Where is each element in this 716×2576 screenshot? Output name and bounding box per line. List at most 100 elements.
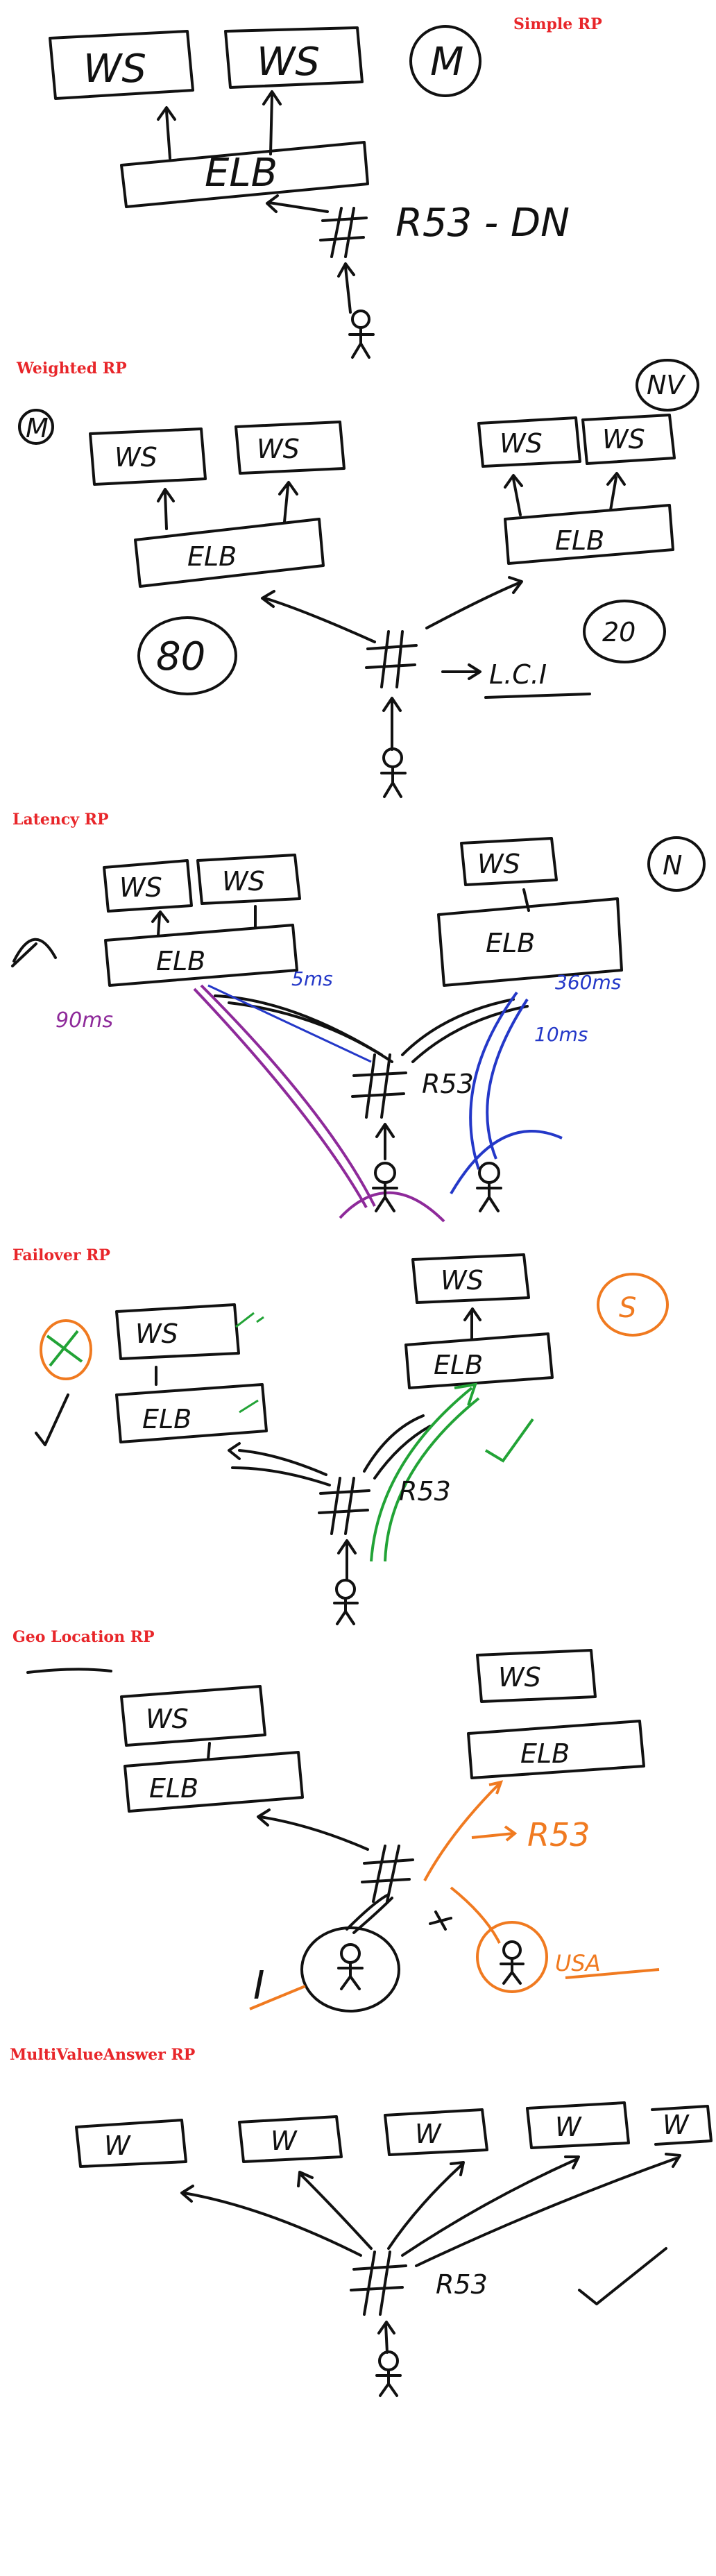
latency-ws-label-3: WS [477,849,520,879]
latency-blue-user-arc [450,1130,563,1195]
weighted-ws-box-1 [89,427,207,486]
multi-ws-box-3 [384,2108,488,2156]
geo-top-underline [26,1668,112,1674]
weighted-weight-circle-right [583,600,666,663]
multi-r53-label: R53 [436,2269,488,2300]
failover-region-circle-primary [40,1319,92,1380]
latency-region-circle-right [647,836,706,892]
latency-blue-route-right [469,991,529,1170]
weighted-region-circle-right [636,359,699,412]
geo-left-label: I [253,1963,265,2008]
geo-elb-label-right: ELB [520,1738,570,1769]
latency-region-circle-left [11,938,57,967]
weighted-region-label-left: M [26,413,49,443]
weighted-lc-underline [484,693,591,699]
weighted-lc-label: L.C.I [489,659,547,690]
simple-user-head [351,310,370,329]
failover-elb-label-secondary: ELB [434,1350,483,1380]
simple-region-label: M [430,40,463,85]
weighted-ws-box-2 [235,421,346,475]
multi-ws-box-2 [238,2115,343,2163]
weighted-user-icon [380,765,407,798]
weighted-ws-label-2: WS [257,434,300,464]
latency-user-right-head [478,1162,500,1184]
multi-arrow-ws-2 [297,2171,373,2250]
latency-elb-box-left [104,924,298,987]
failover-green-check-ws [235,1312,264,1328]
geo-user-right-head [502,1940,522,1960]
multi-arrow-ws-1 [180,2185,362,2257]
weighted-ws-label-3: WS [500,428,543,459]
geo-arrow-r53-elb-left [257,1808,369,1851]
weighted-arrow-r53-elb-right [425,576,523,629]
geo-arrow-elb-ws-left [207,1742,211,1761]
failover-elb-box-secondary [404,1332,554,1389]
latency-user-left-head [374,1162,396,1184]
section-geo: WS ELB WS ELB R53 I USA [26,1649,660,2012]
title-latency-rp: Latency RP [12,811,109,829]
failover-r53-label: R53 [399,1476,451,1507]
geo-user-left-circle [300,1926,400,2012]
latency-arrow-elb-ws1 [151,910,169,937]
failover-ws-box-primary [115,1303,240,1360]
weighted-weight-label-left: 80 [156,634,205,679]
title-multivalueanswer-rp: MultiValueAnswer RP [10,2046,196,2064]
latency-r53-label: R53 [422,1069,474,1099]
weighted-region-label-right: NV [647,370,686,400]
failover-green-cross [46,1330,83,1367]
multi-ws-label-1: W [104,2130,131,2161]
failover-green-check-route [484,1418,534,1463]
section-simple: WS WS ELB M R53 - DN [49,25,570,359]
geo-elb-box-left [123,1751,304,1813]
latency-blue-ms-label-2: 10ms [534,1023,588,1046]
weighted-elb-label-left: ELB [187,541,237,572]
latency-ws-label-2: WS [222,866,265,897]
failover-elb-label-primary: ELB [142,1404,191,1434]
latency-user-right-icon [476,1181,502,1212]
simple-r53-label: R53 - DN [395,201,570,246]
multi-arrow-user-r53 [377,2321,395,2354]
geo-orange-underline-right [565,1968,660,1979]
latency-arrow-elb-ws3 [522,888,530,912]
title-simple-rp: Simple RP [513,15,602,33]
geo-user-left-icon [337,1961,364,1990]
simple-ws-box-2 [224,26,364,89]
latency-r53-hash-icon [351,1053,407,1119]
simple-region-circle [409,25,481,97]
failover-elb-box-primary [115,1383,268,1443]
multi-ws-label-2: W [271,2126,298,2156]
geo-ws-label-right: WS [498,1662,541,1693]
latency-ws-box-3 [460,837,558,886]
latency-purple-user-arc [339,1191,445,1223]
geo-user-left-head [340,1943,361,1964]
multi-ws-label-5: W [663,2110,690,2140]
failover-user-icon [333,1597,359,1625]
multi-ws-box-1 [75,2119,187,2168]
title-geo-location-rp: Geo Location RP [12,1628,155,1646]
latency-purple-route [193,984,376,1208]
latency-elb-box-right [437,897,623,987]
simple-ws-box-1 [49,30,194,100]
simple-user-icon [348,326,375,359]
failover-region-label-secondary: S [619,1292,636,1324]
geo-right-label: USA [555,1950,601,1976]
simple-r53-hash-icon [319,207,368,258]
weighted-weight-label-right: 20 [602,617,636,647]
section-latency: WS WS ELB WS ELB N R53 90ms 5ms 10ms 360… [11,836,706,1223]
weighted-arrow-to-lc [441,663,481,680]
simple-arrow-r53-elb [266,194,329,213]
latency-elb-label-left: ELB [156,946,205,976]
title-weighted-rp: Weighted RP [17,359,127,378]
weighted-ws-box-3 [477,416,581,468]
failover-user-head [335,1579,356,1600]
geo-ws-box-left [120,1685,266,1747]
failover-arrow-r53-secondary [363,1414,432,1480]
geo-orange-arrow-to-r53 [471,1825,518,1842]
weighted-weight-circle-left [137,616,237,695]
section-failover: WS ELB WS ELB S R53 [35,1253,669,1625]
failover-green-check-elb [239,1399,259,1414]
geo-ws-label-left: WS [146,1704,189,1734]
latency-blue-route-left [207,984,372,1063]
weighted-elb-label-right: ELB [555,525,604,556]
